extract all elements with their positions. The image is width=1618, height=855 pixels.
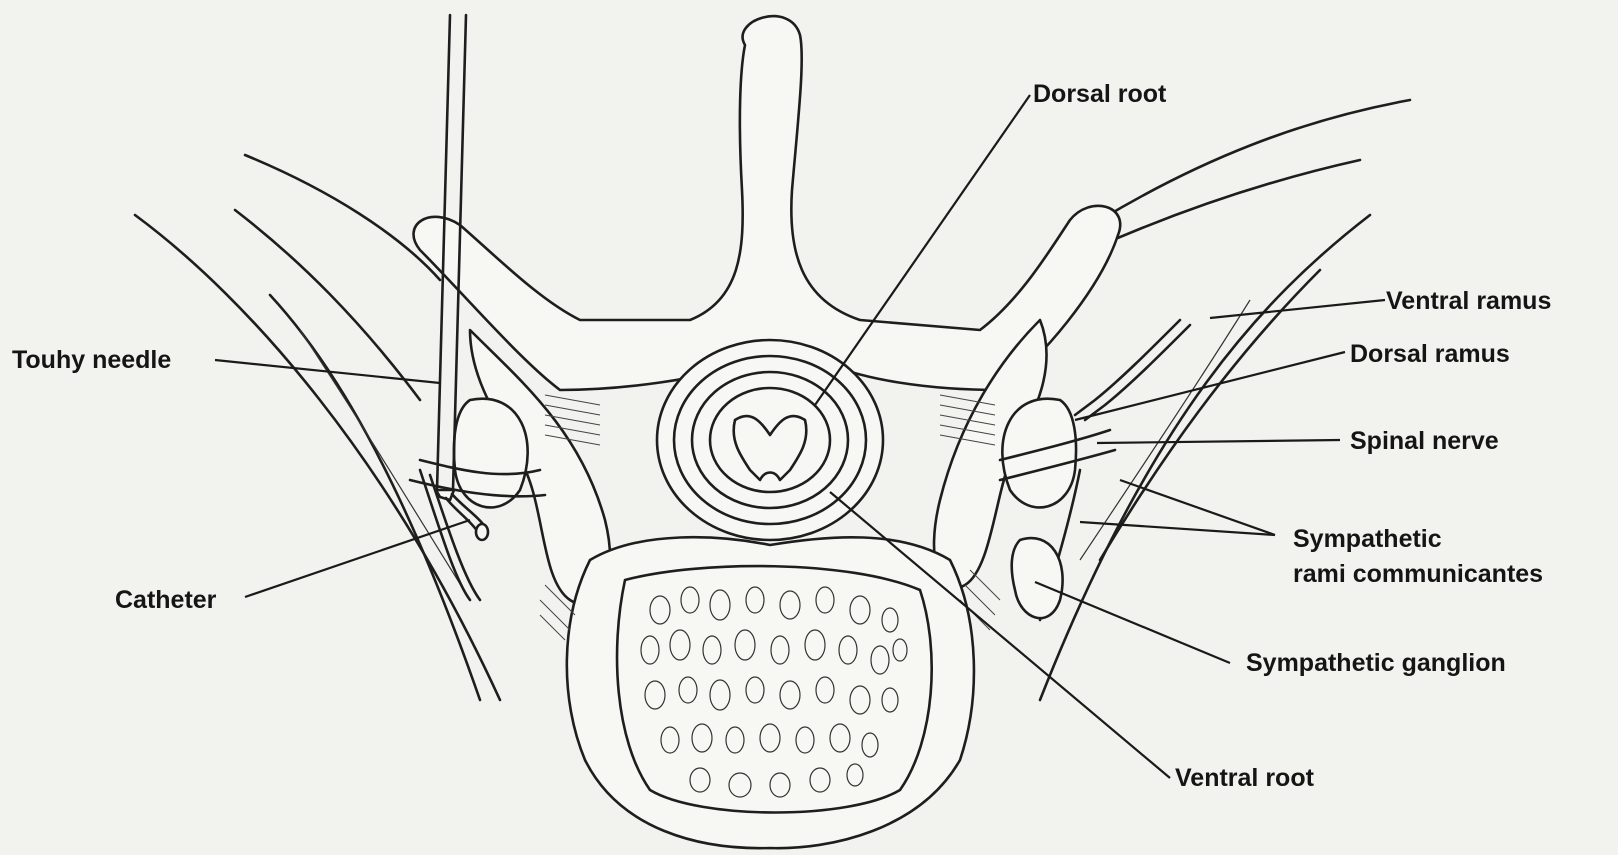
vertebral-body [567,537,974,848]
label-ventral-root: Ventral root [1175,762,1314,794]
label-dorsal-ramus: Dorsal ramus [1350,338,1510,370]
label-ventral-ramus: Ventral ramus [1386,285,1551,317]
label-dorsal-root: Dorsal root [1033,78,1166,110]
label-catheter: Catheter [115,584,216,616]
label-spinal-nerve: Spinal nerve [1350,425,1499,457]
spinous-process [414,16,1121,390]
label-sympathetic-ganglion: Sympathetic ganglion [1246,647,1506,679]
spinal-cord [710,388,830,492]
label-sympathetic-rami-line2: rami communicantes [1293,558,1543,590]
label-touhy-needle: Touhy needle [12,344,171,376]
label-sympathetic-rami-line1: Sympathetic [1293,523,1442,555]
